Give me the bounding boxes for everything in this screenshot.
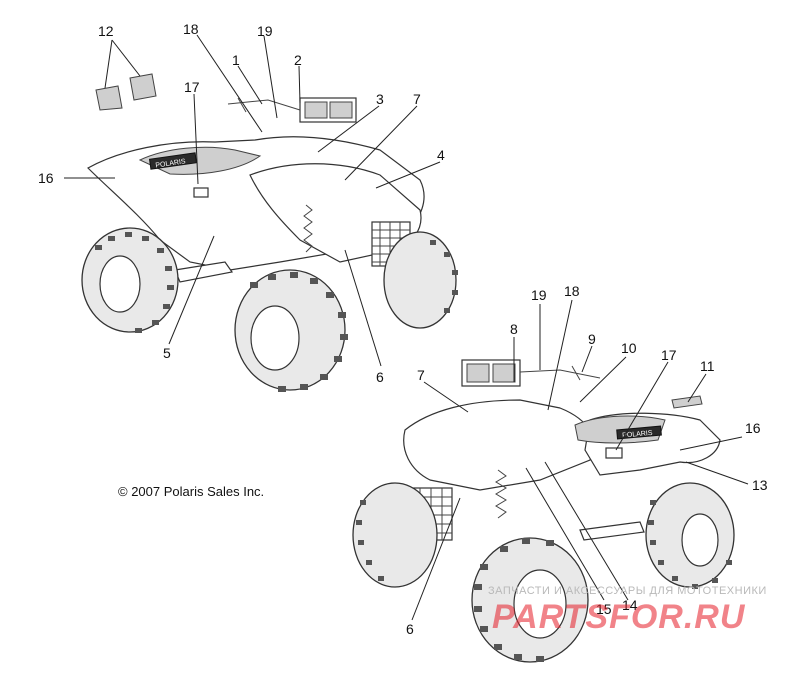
callout-8: 8: [510, 321, 518, 337]
callout-4: 4: [437, 147, 445, 163]
callouts-bottom: 19 18 8 9 10 17 11 16 13 7 15 14 6: [406, 283, 768, 637]
watermark-logo: PARTSFOR.RU: [492, 598, 746, 636]
callout-6: 6: [376, 369, 384, 385]
callout-12: 12: [98, 23, 114, 39]
atv-top-illustration: POLARIS: [81, 73, 458, 392]
callout-5: 5: [163, 345, 171, 361]
callout-17-b: 17: [661, 347, 677, 363]
callout-13: 13: [752, 477, 768, 493]
callout-7-b: 7: [417, 367, 425, 383]
callout-18-b: 18: [564, 283, 580, 299]
callouts-top: 12 18 19 1 2 3 7 4 17 16 5 6: [38, 21, 445, 385]
callout-3: 3: [376, 91, 384, 107]
copyright-notice: © 2007 Polaris Sales Inc.: [118, 484, 265, 499]
watermark-tagline: ЗАПЧАСТИ И АКСЕССУАРЫ ДЛЯ МОТОТЕХНИКИ: [488, 585, 767, 597]
callout-11: 11: [700, 358, 715, 374]
callout-14: 14: [622, 597, 638, 613]
callout-19: 19: [257, 23, 273, 39]
leader-lines: [64, 34, 749, 621]
atv-bottom-illustration: POLARIS: [352, 359, 735, 663]
callout-16: 16: [38, 170, 54, 186]
callout-1: 1: [232, 52, 240, 68]
callout-16-b: 16: [745, 420, 761, 436]
callout-10: 10: [621, 340, 637, 356]
decal-polaris-top: POLARIS: [155, 158, 186, 169]
callout-2: 2: [294, 52, 302, 68]
callout-6-b: 6: [406, 621, 414, 637]
callout-17: 17: [184, 79, 200, 95]
decal-polaris-bottom: POLARIS: [622, 430, 653, 440]
callout-19-b: 19: [531, 287, 547, 303]
callout-9: 9: [588, 331, 596, 347]
callout-18: 18: [183, 21, 199, 37]
callout-7: 7: [413, 91, 421, 107]
callout-15: 15: [596, 601, 612, 617]
